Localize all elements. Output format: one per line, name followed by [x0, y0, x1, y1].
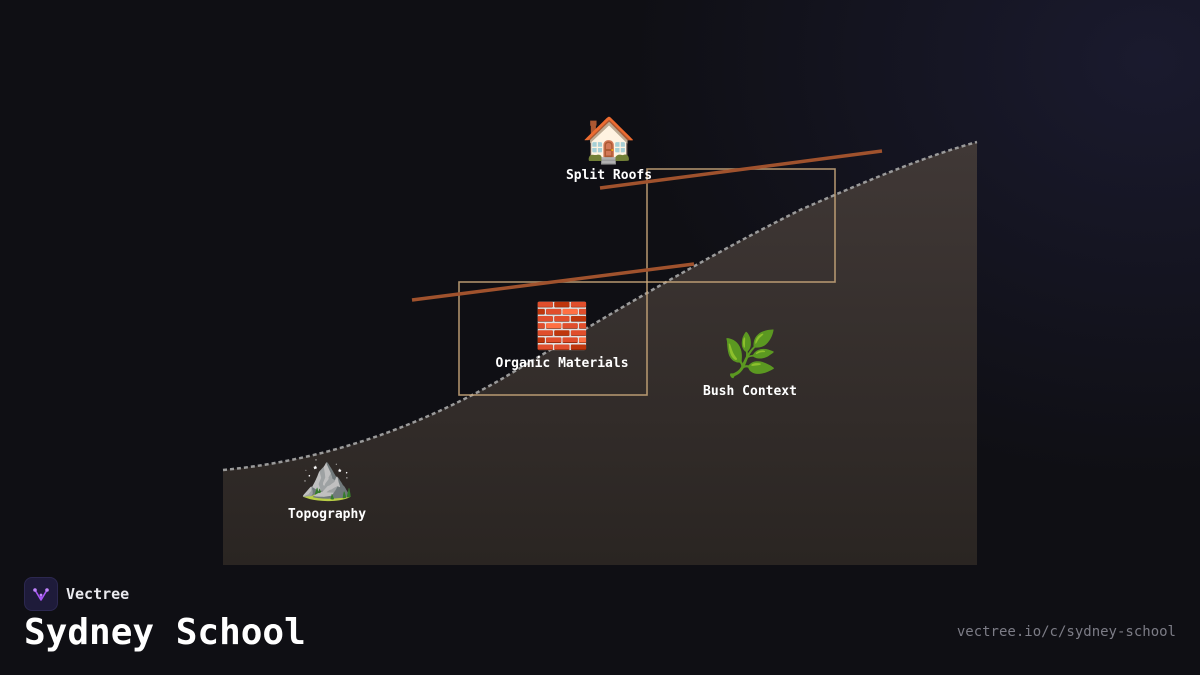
lower-roof-line [411, 262, 695, 302]
brand[interactable]: Vectree [24, 577, 129, 611]
page-url[interactable]: vectree.io/c/sydney-school [956, 624, 1176, 640]
brand-name: Vectree [66, 585, 130, 603]
tree-branch-icon [24, 577, 58, 611]
node-label: Split Roofs [566, 168, 652, 183]
house-icon: 🏠 [582, 115, 637, 166]
node-organic-materials[interactable]: 🧱 Organic Materials [495, 301, 628, 371]
hillside-terrain [223, 142, 977, 565]
brick-icon: 🧱 [535, 301, 590, 352]
mountain-icon: ⛰️ [300, 452, 355, 503]
node-topography[interactable]: ⛰️ Topography [288, 452, 366, 522]
upper-roof-line [599, 149, 883, 190]
node-bush-context[interactable]: 🌿 Bush Context [703, 329, 797, 399]
herb-icon: 🌿 [723, 329, 778, 380]
node-split-roofs[interactable]: 🏠 Split Roofs [566, 115, 652, 183]
node-label: Organic Materials [495, 356, 628, 371]
page-title: Sydney School [24, 612, 306, 653]
node-label: Topography [288, 507, 366, 522]
node-label: Bush Context [703, 384, 797, 399]
